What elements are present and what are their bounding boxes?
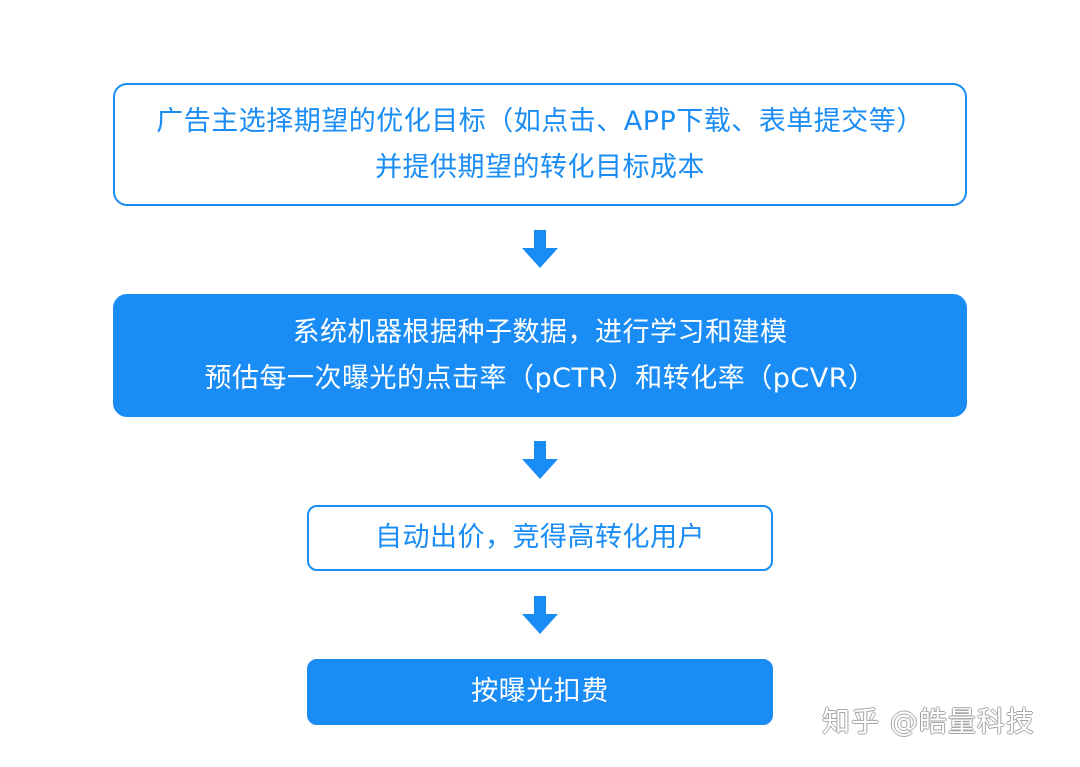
arrow-down-icon [522,230,558,268]
watermark: 知乎 @皓量科技 [822,705,1035,738]
step-3-box: 自动出价，竞得高转化用户 [307,505,773,571]
step-1-line-1: 广告主选择期望的优化目标（如点击、APP下载、表单提交等） [156,105,924,137]
step-2-box: 系统机器根据种子数据，进行学习和建模 预估每一次曝光的点击率（pCTR）和转化率… [113,294,967,417]
arrow-down-icon [522,441,558,479]
step-2-line-1: 系统机器根据种子数据，进行学习和建模 [292,316,788,348]
step-2-line-2: 预估每一次曝光的点击率（pCTR）和转化率（pCVR） [204,362,876,394]
arrow-down-icon [522,596,558,634]
step-4-line-1: 按曝光扣费 [471,676,609,708]
step-1-box: 广告主选择期望的优化目标（如点击、APP下载、表单提交等） 并提供期望的转化目标… [113,83,967,206]
step-4-box: 按曝光扣费 [307,659,773,725]
step-3-line-1: 自动出价，竞得高转化用户 [375,522,705,554]
step-1-line-2: 并提供期望的转化目标成本 [375,151,705,183]
